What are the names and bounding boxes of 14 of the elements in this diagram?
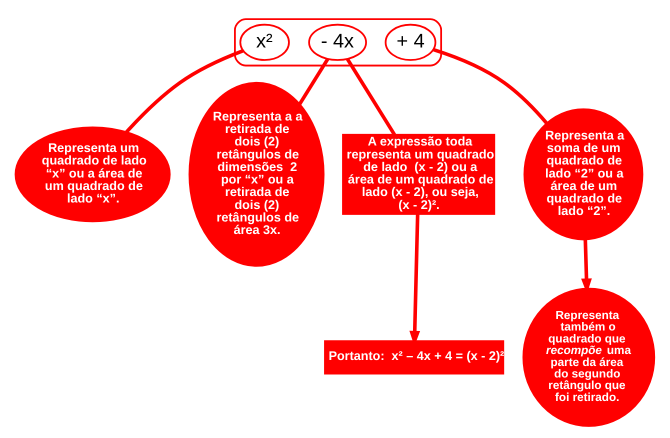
node-circle: Representa também o quadrado que recompõe uma parte da área do segundo retângulo que foi retirado. (522, 288, 656, 427)
cluster (234, 18, 442, 66)
node-ellipse: Representa a a retirada de dois (2) retângulos de dimensões 2 por “x” ou a retirada de dois (2) retângulos de área 3x. (188, 82, 325, 267)
connector (125, 49, 244, 134)
node-ellipse: Representa um quadrado de lado “x” ou a área de um quadrado de lado “x”. (14, 126, 171, 222)
node-ellipse: x² (239, 24, 290, 61)
node-box: A expressão toda representa um quadrado de lado (x - 2) ou a área de um quadrado de lado (x - 2), ou seja, (x - 2)². (342, 134, 496, 215)
node-box: Portanto: x² – 4x + 4 = (x - 2)² (324, 340, 504, 374)
node-ellipse: - 4x (308, 24, 367, 61)
connector (346, 58, 396, 136)
node-ellipse: + 4 (384, 24, 436, 61)
node-circle: Representa a soma de um quadrado de lado “2” ou a área de um quadrado de lado “2”. (524, 108, 644, 240)
connector (433, 48, 548, 124)
connector (298, 58, 330, 106)
